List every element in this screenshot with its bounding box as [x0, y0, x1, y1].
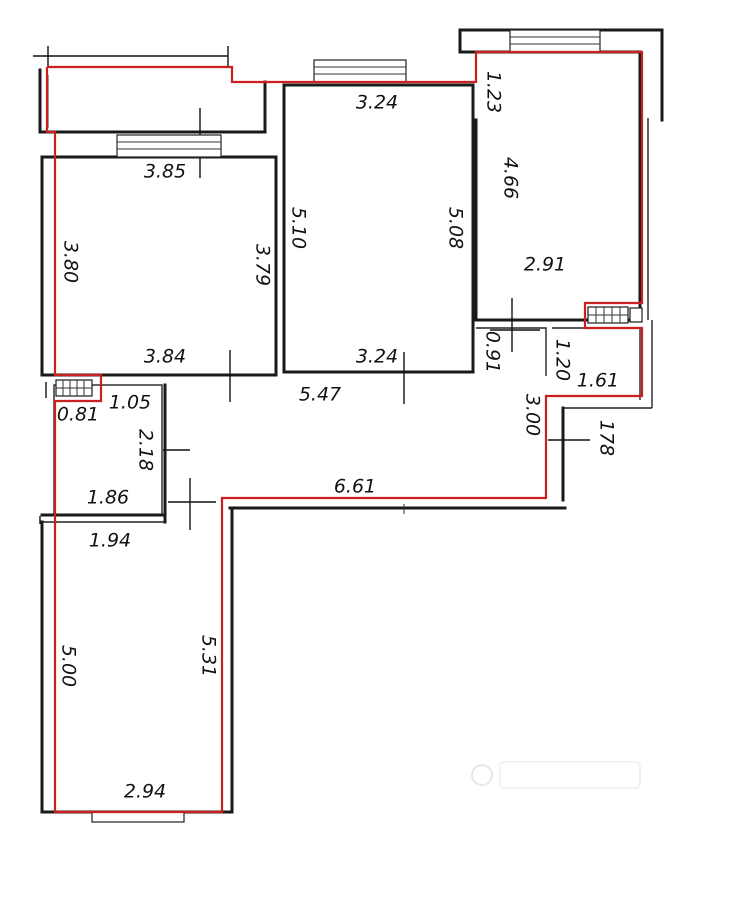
dim-left-room-bottom-width: 3.84 [144, 346, 186, 368]
windows [91, 29, 601, 823]
balcony-left-wall [38, 68, 267, 134]
radiator-icon [55, 379, 93, 397]
dim-kitchen-bottom-width: 2.94 [124, 781, 166, 803]
dim-hall-width: 5.47 [299, 384, 341, 406]
window-kitchen [91, 811, 185, 823]
window-left-room [116, 134, 222, 158]
dim-wc-bottom-width: 1.86 [87, 487, 129, 509]
dim-right-room-length: 4.66 [500, 157, 522, 199]
dim-right-room-width: 2.91 [524, 254, 566, 276]
dim-wc-side: 0.81 [57, 404, 99, 426]
dim-middle-room-bottom-width: 3.24 [356, 346, 398, 368]
dim-bath-height: 1.20 [552, 339, 574, 381]
niche-walls [476, 327, 547, 376]
dim-niche-width: 0.91 [482, 331, 504, 373]
dim-middle-room-right-height: 5.08 [445, 207, 467, 249]
dim-kitchen-left-height: 5.00 [58, 645, 80, 687]
dim-loggia-top-width: 3.24 [356, 92, 398, 114]
watermark-logo [471, 761, 641, 789]
window-right-room [509, 29, 601, 53]
dim-left-room-left-height: 3.80 [60, 241, 82, 283]
dim-left-room-top-width: 3.85 [144, 161, 186, 183]
dim-bath-width: 1.61 [577, 370, 619, 392]
window-loggia [313, 59, 407, 83]
dim-kitchen-right-height: 5.31 [198, 635, 220, 677]
radiator-icon [587, 306, 643, 324]
dim-kitchen-top-width: 1.94 [89, 530, 131, 552]
middle-room-walls [282, 83, 475, 374]
dim-wc-width: 1.05 [109, 392, 151, 414]
apartment-outline [45, 50, 644, 814]
dim-middle-room-left-height: 5.10 [288, 207, 310, 249]
dimension-labels: 3.24 1.23 4.66 2.91 3.85 3.80 3.79 3.84 … [57, 71, 619, 803]
dim-right-room-top-depth: 1.23 [483, 71, 505, 113]
dim-corridor-height: 3.00 [522, 394, 544, 436]
dim-wc-height: 2.18 [135, 429, 157, 471]
dim-hall-long-width: 6.61 [334, 476, 376, 498]
dim-left-room-right-height: 3.79 [252, 244, 274, 286]
dim-outer: 178 [596, 420, 618, 456]
